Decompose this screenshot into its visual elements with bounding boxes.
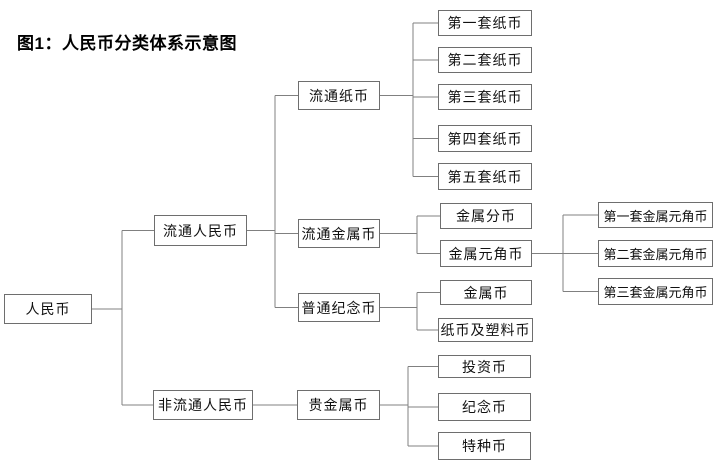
node-rmb: 人民币 [4,294,92,324]
node-non-circulating-rmb: 非流通人民币 [153,390,253,420]
node-metal-yuan-jiao-coins: 金属元角币 [440,240,532,267]
node-banknote-set-2: 第二套纸币 [438,47,532,73]
node-metal-yuan-jiao-set-1: 第一套金属元角币 [598,202,713,228]
node-precious-metal-coins: 贵金属币 [297,390,380,420]
node-investment-coins: 投资币 [438,355,531,378]
node-metal-coins: 金属币 [440,280,532,305]
node-special-coins: 特种币 [438,432,531,460]
node-ordinary-commemorative-coins: 普通纪念币 [298,293,380,322]
node-banknote-set-5: 第五套纸币 [438,163,532,190]
node-metal-yuan-jiao-set-3: 第三套金属元角币 [598,278,713,305]
node-circulating-banknotes: 流通纸币 [298,81,380,110]
node-circulating-rmb: 流通人民币 [154,215,247,246]
node-metal-yuan-jiao-set-2: 第二套金属元角币 [598,240,713,267]
figure-title: 图1：人民币分类体系示意图 [17,34,237,53]
node-circulating-metal-coins: 流通金属币 [298,219,380,248]
node-commemorative-coins: 纪念币 [438,393,531,421]
node-paper-and-plastic-coins: 纸币及塑料币 [438,318,533,342]
node-metal-fen-coins: 金属分币 [440,203,532,229]
connector-path [92,22,598,447]
node-banknote-set-1: 第一套纸币 [438,10,532,36]
node-banknote-set-4: 第四套纸币 [438,125,532,152]
node-banknote-set-3: 第三套纸币 [438,84,532,110]
